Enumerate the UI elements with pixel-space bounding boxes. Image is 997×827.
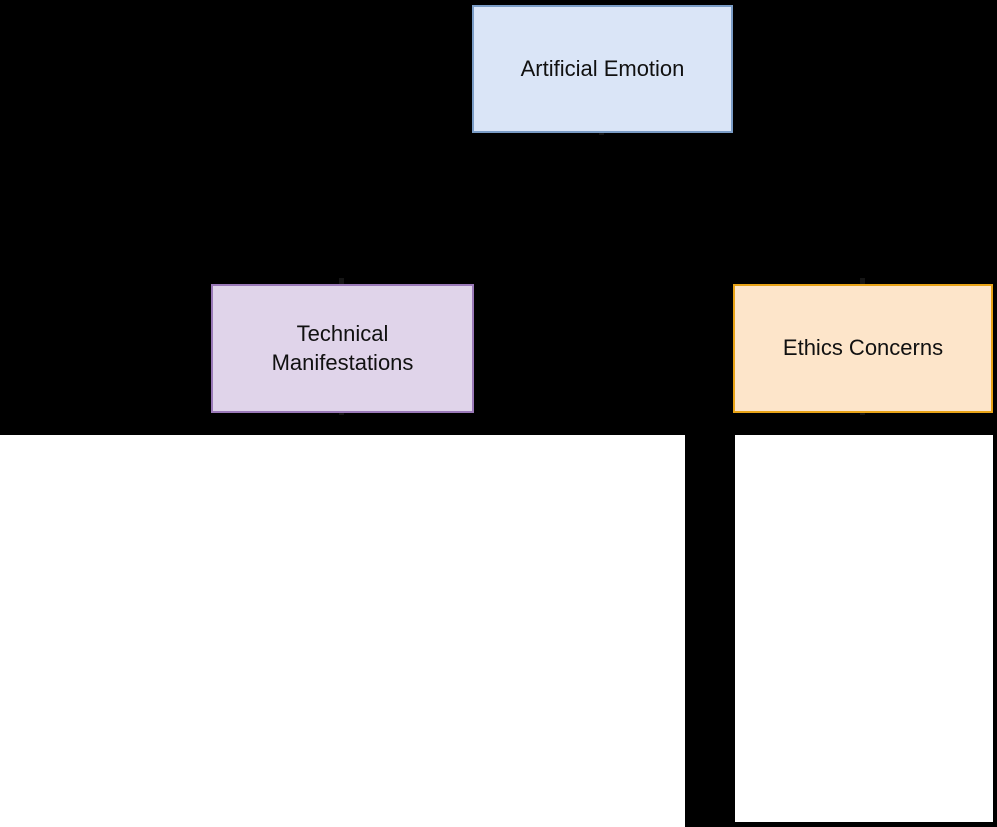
ethics-group-panel: Supportive Opposed: [735, 435, 993, 822]
node-ethics-concerns[interactable]: Ethics Concerns: [733, 284, 993, 413]
node-label-technical-manifestations: Technical Manifestations: [271, 321, 414, 375]
node-artificial-emotion[interactable]: Artificial Emotion: [472, 5, 733, 133]
node-label-artificial-emotion: Artificial Emotion: [520, 55, 685, 81]
edge-root-to-technical: [341, 133, 603, 284]
node-technical-manifestations[interactable]: Technical Manifestations: [211, 284, 474, 413]
edge-root-to-ethics: [601, 133, 864, 284]
technical-group-panel: Emotion in Reinforcement Learning Emotio…: [0, 435, 685, 827]
node-label-ethics-concerns: Ethics Concerns: [782, 335, 944, 361]
